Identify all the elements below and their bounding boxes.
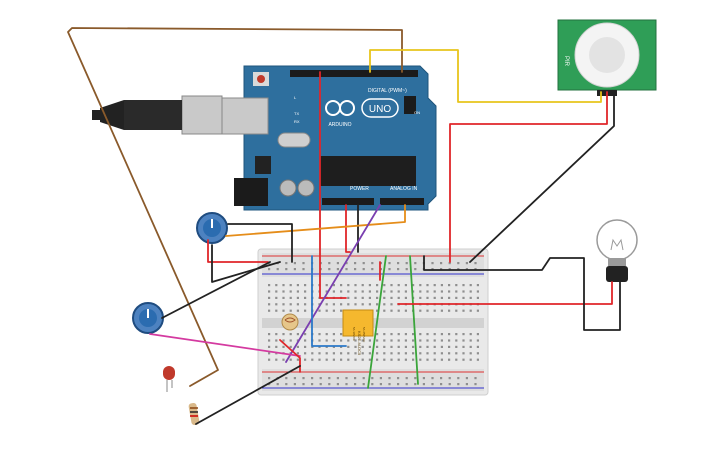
- wire-orange-pot[interactable]: [225, 204, 406, 237]
- wire-black-bulb[interactable]: [423, 255, 621, 331]
- relay[interactable]: KS2E-M-DC5 5A 250VAC 5A 30VDC: [342, 309, 374, 356]
- pir-sensor[interactable]: PIR: [557, 19, 657, 96]
- wire-green-1[interactable]: [367, 255, 387, 389]
- wire-red-bulb[interactable]: [397, 281, 613, 305]
- dc-jack: [234, 178, 268, 206]
- wire-black-pot[interactable]: [227, 223, 293, 263]
- wire-magenta[interactable]: [149, 333, 301, 357]
- rx-label: RX: [294, 119, 300, 124]
- wire-green-2[interactable]: [409, 255, 419, 385]
- wire-brown[interactable]: [67, 27, 403, 387]
- resistor[interactable]: [188, 402, 200, 426]
- arduino-uno-board[interactable]: UNO ARDUINO DIGITAL (PWM~) POWER ANALOG …: [221, 65, 437, 211]
- usb-connector: [221, 97, 269, 135]
- board-brand: ARDUINO: [328, 122, 351, 128]
- wire-red-led[interactable]: [279, 339, 301, 373]
- potentiometer-top[interactable]: [196, 212, 228, 244]
- light-bulb[interactable]: [596, 219, 638, 282]
- tx-label: TX: [294, 111, 299, 116]
- analog-header: [380, 198, 424, 205]
- voltage-regulator: [255, 156, 271, 174]
- wire-black-left-pot[interactable]: [161, 261, 271, 319]
- wire-red-pot[interactable]: [207, 239, 269, 263]
- wire-blue[interactable]: [311, 255, 347, 347]
- board-model: UNO: [369, 104, 391, 115]
- wire-yellow-pir[interactable]: [369, 49, 602, 103]
- arduino-logo-icon: [325, 100, 355, 116]
- atmega-chip: [320, 156, 416, 186]
- pir-side-label: PIR: [563, 56, 569, 67]
- relay-rating-2: 5A 30VDC: [352, 327, 356, 342]
- wire-black-resistor[interactable]: [195, 365, 301, 425]
- usb-cable[interactable]: [92, 95, 223, 135]
- wire-purple[interactable]: [285, 204, 381, 363]
- power-header: [322, 198, 374, 205]
- relay-rating-1: 5A 250VAC: [362, 327, 366, 343]
- photoresistor[interactable]: [281, 313, 299, 331]
- capacitor: [279, 179, 297, 197]
- digital-header-label: DIGITAL (PWM~): [368, 88, 407, 94]
- digital-header: [290, 70, 418, 77]
- analog-header-label: ANALOG IN: [390, 186, 418, 192]
- crystal: [277, 132, 311, 148]
- icsp-header: [404, 96, 416, 114]
- l-label: L: [294, 95, 297, 100]
- power-header-label: POWER: [350, 186, 369, 192]
- wire-red-pir[interactable]: [449, 91, 608, 263]
- uno-badge: [361, 98, 399, 118]
- potentiometer-left[interactable]: [132, 302, 164, 334]
- wire-black-pir[interactable]: [469, 91, 615, 263]
- wire-red-5v[interactable]: [319, 71, 347, 299]
- red-led[interactable]: [163, 366, 175, 392]
- on-led-label: ON: [414, 110, 420, 115]
- capacitor: [297, 179, 315, 197]
- relay-model: KS2E-M-DC5: [357, 331, 362, 356]
- wire-red-power[interactable]: [345, 204, 351, 253]
